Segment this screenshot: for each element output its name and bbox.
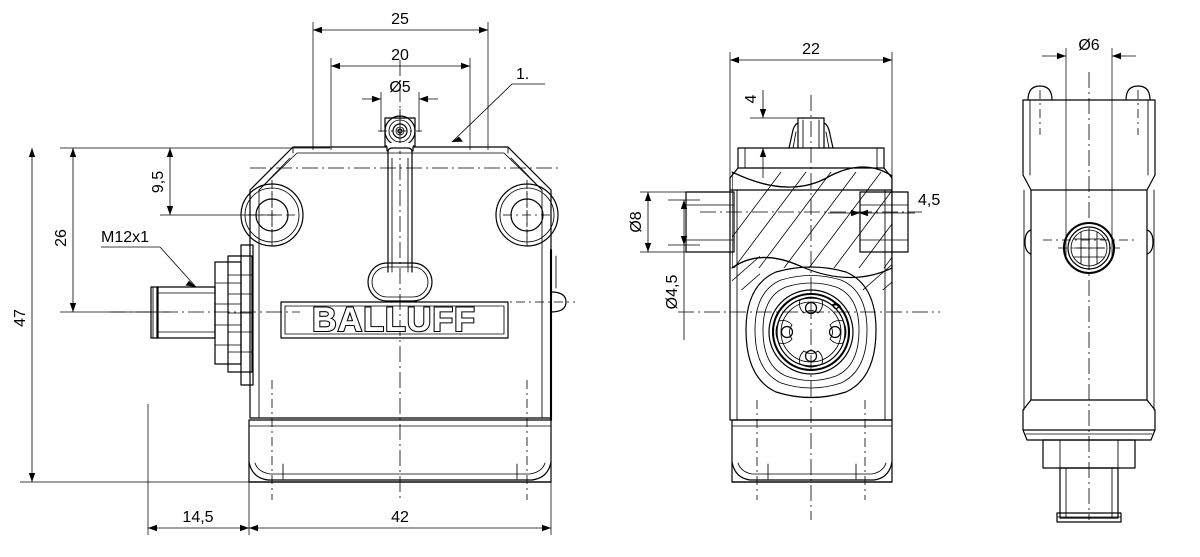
m12-connector-face [745,266,877,399]
dimension-14-5-label: 14,5 [182,509,213,526]
rear-base-cap [1022,429,1156,523]
rear-view: Ø6 [1022,37,1156,523]
dimension-dia5: Ø5 [362,79,438,132]
dimension-22: 22 [729,41,893,186]
shoulder-lines [258,157,543,191]
callout-item-1: 1. [451,66,545,143]
screw-seat [386,146,414,152]
rear-upper-edges [1029,99,1149,176]
dimension-dia6: Ø6 [1042,37,1136,260]
dimension-9-5: 9,5 [60,147,330,216]
dimension-dia5-label: Ø5 [389,79,410,96]
dimension-dia8-label: Ø8 [628,211,645,232]
section-bottom-break [731,256,893,279]
callout-item-1-label: 1. [516,66,529,83]
dimension-4: 4 [743,90,798,178]
m12-connector [150,244,254,386]
housing-outline [249,146,552,419]
logo-text: BALLUFF [312,301,476,339]
side-top-screw [788,117,834,149]
right-detent [549,248,567,422]
dimension-4-5-right: 4,5 [828,192,940,250]
side-left-port [685,191,735,253]
dimension-26-label: 26 [53,229,70,247]
dimension-9-5-label: 9,5 [150,171,167,193]
rear-center-port [1058,221,1120,275]
dimension-dia8: Ø8 [628,191,700,253]
center-rib [367,147,433,302]
side-view: 22 4 Ø8 Ø4,5 [628,41,940,520]
mounting-boss-right [495,183,559,247]
side-base-cap [731,419,893,483]
front-view: BALLUFF [12,11,575,535]
screw-seat-mask [387,143,413,151]
dimension-42: 42 [249,430,552,535]
side-body-inner [736,189,886,421]
dimension-dia4-5: Ø4,5 [664,199,700,340]
dimension-dia6-label: Ø6 [1078,37,1099,54]
dimension-25: 25 [312,11,489,150]
dimension-26: 26 [53,148,170,313]
dimension-47: 47 [12,148,250,483]
rear-side-edges [1023,189,1155,411]
rear-right-notch [1146,229,1154,255]
dimension-20: 20 [330,47,471,150]
housing-inner-chamfer [258,152,543,419]
dimension-4-5-label: 4,5 [918,192,940,209]
side-flange-ribs [744,147,878,169]
rear-left-notch [1024,229,1032,255]
callout-m12x1: M12x1 [101,229,197,288]
callout-m12x1-label: M12x1 [101,229,149,246]
dimension-4-label: 4 [743,94,760,103]
section-top-break [731,166,893,188]
dimension-25-label: 25 [391,11,409,28]
dimension-22-label: 22 [802,41,820,58]
dimension-47-label: 47 [12,309,29,327]
dimension-14-5: 14,5 [147,404,250,535]
dimension-42-label: 42 [391,509,409,526]
dimension-dia4-5-label: Ø4,5 [664,275,681,310]
balluff-logo: BALLUFF [280,300,509,340]
dimension-20-label: 20 [391,47,409,64]
rear-top-tabs [1027,85,1151,101]
